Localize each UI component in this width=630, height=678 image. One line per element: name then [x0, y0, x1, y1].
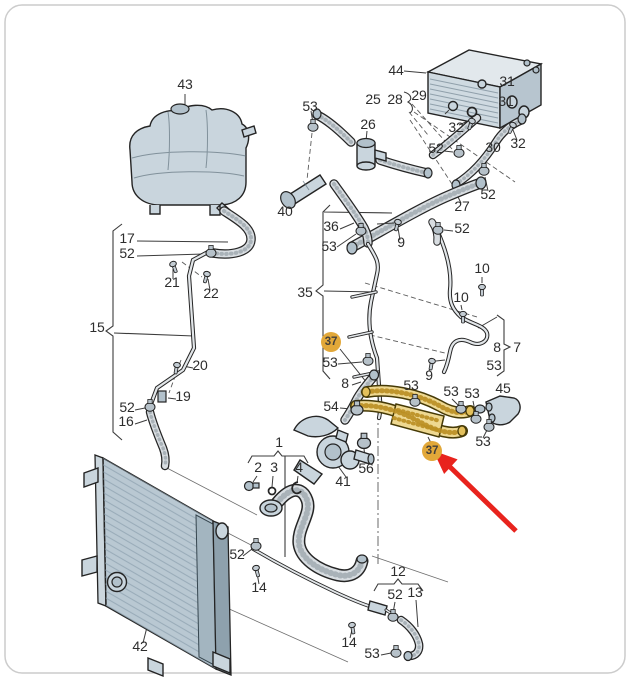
inlet-hose-assembly-1: [243, 480, 368, 576]
retaining-clip-4: [291, 481, 302, 495]
o-ring-31: [466, 106, 478, 118]
ball-stud-29: [447, 100, 459, 112]
valve-hose-assembly-25-26-28: [313, 108, 433, 179]
expansion-tank-43: [129, 103, 257, 216]
image-border: [4, 4, 626, 674]
hose-27: [346, 176, 487, 255]
bottom-pipe-12-13: [251, 547, 419, 662]
water-pump-41: [293, 415, 375, 485]
radiator-port: [215, 522, 229, 540]
connector-45: [474, 395, 521, 426]
grouping-brackets: [105, 91, 512, 592]
pipe-assembly-35-36: [334, 184, 490, 421]
fitting-19: [157, 390, 167, 403]
red-arrow: [433, 450, 518, 533]
supply-line-15-16-17: [150, 211, 251, 466]
grommet-31: [477, 79, 487, 89]
sensor-2: [243, 480, 255, 492]
radiator-42: [81, 454, 232, 678]
hose-8: [345, 369, 380, 420]
tank-cap: [170, 103, 190, 115]
pipe-40: [280, 174, 327, 209]
o-ring-3: [267, 486, 277, 496]
hoses-29-30: [433, 79, 527, 191]
